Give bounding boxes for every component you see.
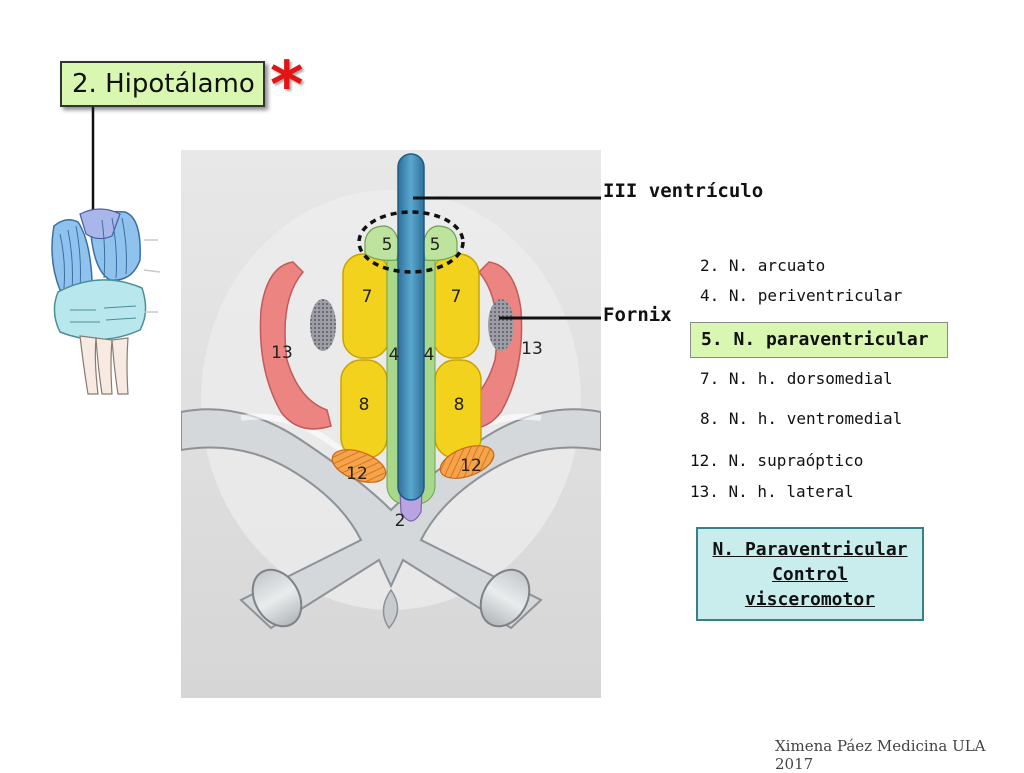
nucleus-5-left (364, 225, 400, 261)
fornix-left (310, 299, 336, 351)
num-4-left: 4 (389, 345, 400, 365)
num-5-left: 5 (382, 235, 393, 255)
callout-line-1: N. Paraventricular (712, 539, 908, 560)
legend-item-ventromedial: 8. N. h. ventromedial (700, 409, 903, 428)
label-fornix: Fornix (603, 304, 672, 326)
legend-item-dorsomedial: 7. N. h. dorsomedial (700, 369, 893, 388)
num-7-left: 7 (362, 287, 373, 307)
nucleus-5-right (422, 225, 458, 261)
callout-box: N. Paraventricular Control visceromotor (696, 527, 924, 621)
highlight-circle (357, 210, 465, 274)
nucleus-12-right (439, 445, 495, 479)
legend-item-paraventricular: 5. N. paraventricular (690, 322, 948, 358)
page-title: 2. Hipotálamo (60, 61, 265, 107)
brainstem-illustration (51, 208, 161, 395)
legend-item-supraoptico: 12. N. supraóptico (690, 451, 864, 470)
nucleus-12-left (331, 449, 387, 483)
legend-item-periventricular: 4. N. periventricular (700, 286, 903, 305)
num-4-right: 4 (424, 345, 435, 365)
nucleus-13-left (259, 261, 332, 430)
third-ventricle (397, 153, 425, 501)
num-13-right: 13 (521, 339, 543, 359)
num-13-left: 13 (271, 343, 293, 363)
asterisk-mark: * (270, 49, 304, 123)
legend-item-arcuato: 2. N. arcuato (700, 256, 826, 275)
num-8-left: 8 (359, 395, 370, 415)
num-12-left: 12 (346, 464, 368, 484)
callout-line-2: Control (772, 564, 848, 585)
num-7-right: 7 (451, 287, 462, 307)
hypothalamus-diagram: 5 5 7 7 4 4 8 8 13 13 12 12 2 (181, 150, 601, 698)
callout-line-3: visceromotor (744, 589, 876, 610)
num-8-right: 8 (454, 395, 465, 415)
num-5-right: 5 (430, 235, 441, 255)
num-12-right: 12 (460, 456, 482, 476)
label-third-ventricle: III ventrículo (603, 180, 764, 202)
num-2: 2 (395, 511, 406, 531)
fornix-right (488, 299, 514, 351)
optic-chiasm (181, 408, 601, 630)
legend-item-lateral: 13. N. h. lateral (690, 482, 854, 501)
